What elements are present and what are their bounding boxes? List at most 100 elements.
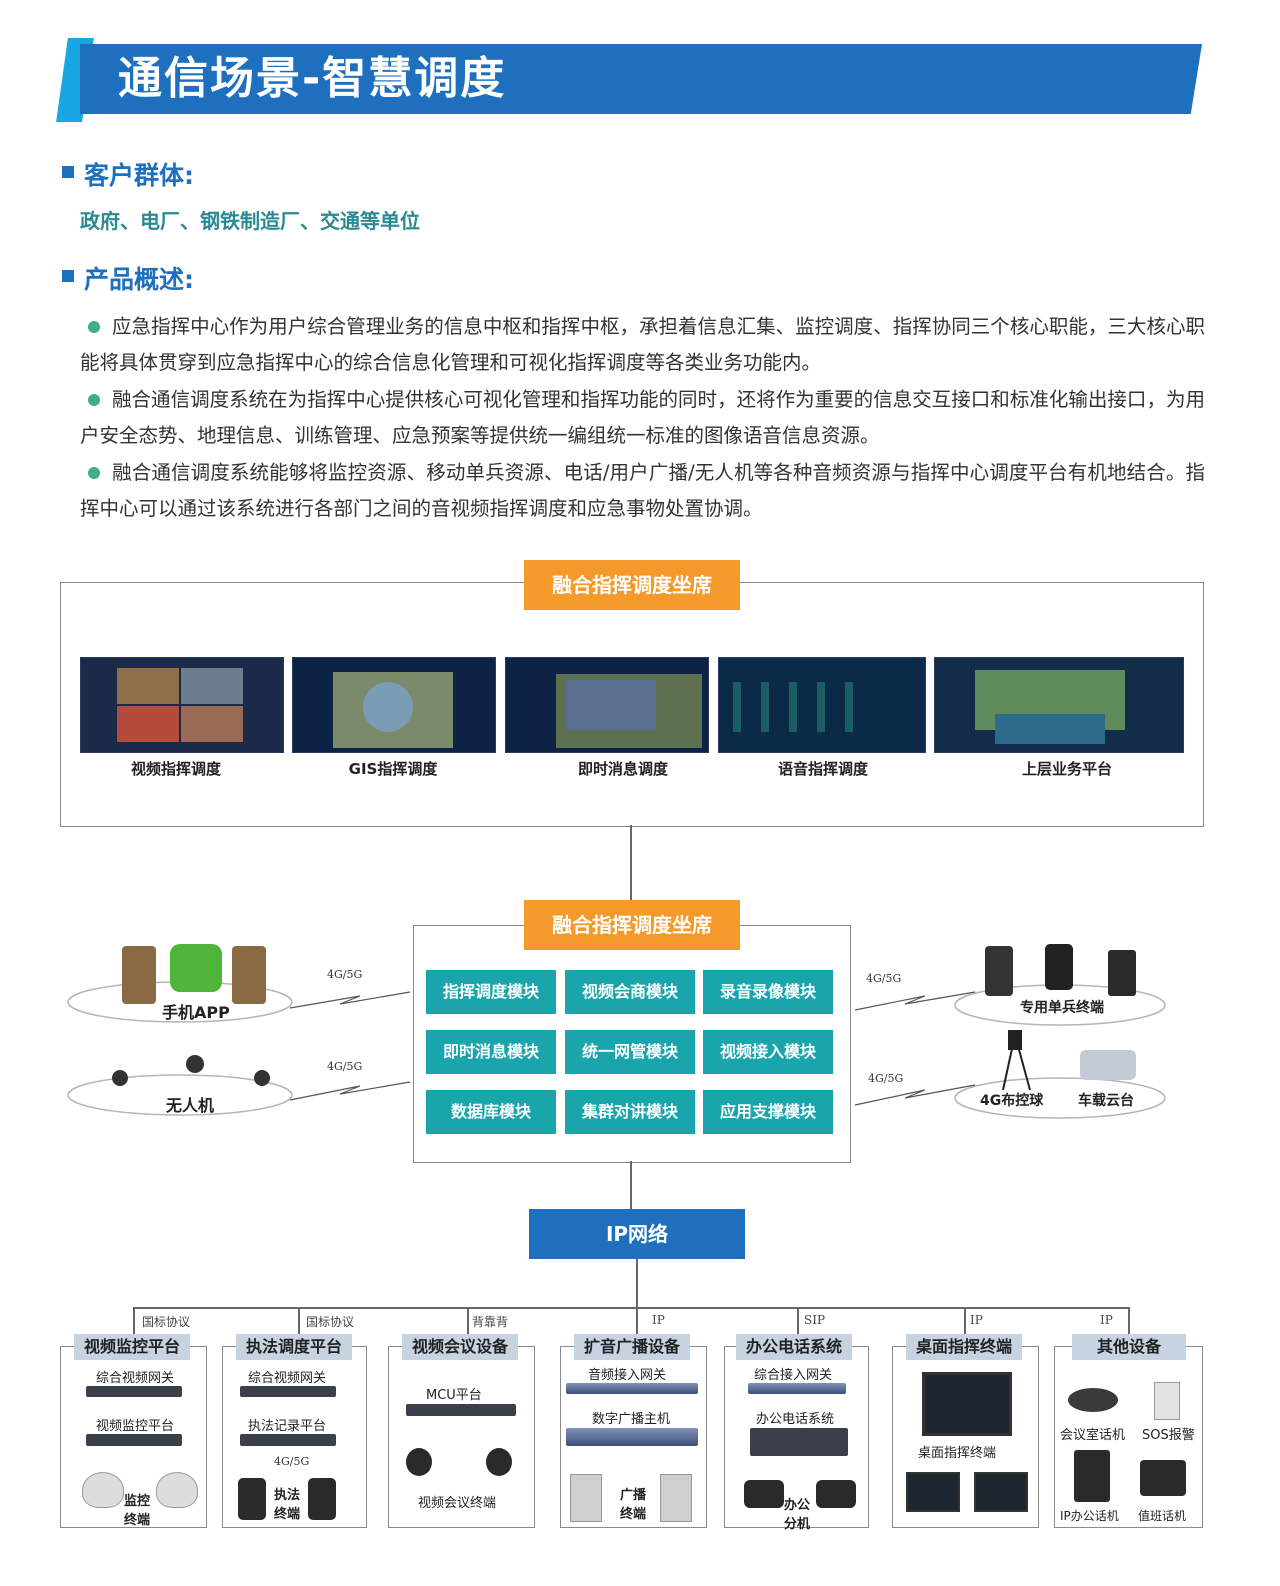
- gateway-device-icon: [86, 1386, 182, 1397]
- device-label: SOS报警: [1142, 1428, 1195, 1443]
- link-label: 4G/5G: [327, 968, 363, 981]
- center-seat-title: 融合指挥调度坐席: [524, 900, 740, 950]
- box-title: 扩音广播设备: [574, 1334, 690, 1360]
- device-label: MCU平台: [426, 1388, 482, 1403]
- camera-dome-icon: [82, 1472, 124, 1508]
- gateway-device-icon: [240, 1386, 336, 1397]
- device-label: 综合接入网关: [754, 1368, 833, 1383]
- cloud-label-vehicle-ptz: 车载云台: [1078, 1093, 1134, 1109]
- protocol-label: SIP: [804, 1313, 826, 1327]
- connector-line: [298, 1307, 300, 1335]
- ip-network-box: IP网络: [529, 1209, 745, 1259]
- touch-terminal-icon: [922, 1372, 1012, 1436]
- cloud-label-mobile-app: 手机APP: [162, 1003, 230, 1022]
- sos-alarm-icon: [1154, 1382, 1180, 1420]
- module-video-access: 视频接入模块: [703, 1030, 833, 1074]
- conference-camera-icon: [406, 1448, 432, 1476]
- device-label: 综合视频网关: [96, 1371, 175, 1386]
- box-video-conference: [388, 1346, 535, 1528]
- customers-text: 政府、电厂、钢铁制造厂、交通等单位: [80, 209, 420, 233]
- box-title: 桌面指挥终端: [906, 1334, 1022, 1360]
- device-label: 桌面指挥终端: [918, 1446, 997, 1461]
- protocol-label: IP: [970, 1313, 983, 1327]
- screen-voice-dispatch: [718, 657, 926, 753]
- protocol-label: IP: [652, 1313, 665, 1327]
- connector-line: [133, 1307, 135, 1335]
- screen-gis-dispatch: [292, 657, 496, 753]
- module-video-consult: 视频会商模块: [565, 970, 695, 1014]
- overview-paragraph-2: 融合通信调度系统在为指挥中心提供核心可视化管理和指挥功能的同时，还将作为重要的信…: [80, 382, 1205, 454]
- screen-instant-message-dispatch: [505, 657, 709, 753]
- module-application-support: 应用支撑模块: [703, 1090, 833, 1134]
- device-label: 办公电话系统: [756, 1412, 835, 1427]
- duty-phone-icon: [1140, 1460, 1186, 1496]
- screen-caption: 视频指挥调度: [130, 760, 221, 778]
- module-command-dispatch: 指挥调度模块: [426, 970, 556, 1014]
- cloud-label-soldier-terminal: 专用单兵终端: [1020, 1000, 1104, 1016]
- screen-video-dispatch: [80, 657, 284, 753]
- header-bar: [80, 44, 1202, 114]
- box-title: 视频监控平台: [74, 1334, 190, 1360]
- screen-caption: 语音指挥调度: [777, 760, 868, 778]
- module-database: 数据库模块: [426, 1090, 556, 1134]
- module-trunk-intercom: 集群对讲模块: [565, 1090, 695, 1134]
- server-device-icon: [86, 1434, 182, 1446]
- device-label: 执法 终端: [274, 1488, 301, 1522]
- link-label: 4G/5G: [274, 1455, 310, 1468]
- cloud-label-4g-ball: 4G布控球: [980, 1093, 1044, 1109]
- protocol-label: 国标协议: [142, 1315, 191, 1329]
- screen-caption: 上层业务平台: [1021, 760, 1112, 778]
- touch-terminal-icon: [906, 1472, 960, 1512]
- module-recording: 录音录像模块: [703, 970, 833, 1014]
- pbx-device-icon: [750, 1428, 848, 1456]
- page-title: 通信场景-智慧调度: [118, 53, 507, 104]
- device-label: 办公 分机: [784, 1498, 811, 1532]
- overview-heading: 产品概述:: [84, 265, 194, 294]
- paragraph-text: 融合通信调度系统在为指挥中心提供核心可视化管理和指挥功能的同时，还将作为重要的信…: [80, 388, 1205, 447]
- box-title: 视频会议设备: [402, 1334, 518, 1360]
- protocol-label: 国标协议: [306, 1315, 355, 1329]
- box-title: 执法调度平台: [236, 1334, 352, 1360]
- connector-line: [636, 1259, 638, 1307]
- overview-paragraph-3: 融合通信调度系统能够将监控资源、移动单兵资源、电话/用户广播/无人机等各种音频资…: [80, 455, 1205, 527]
- link-label: 4G/5G: [866, 972, 902, 985]
- device-label: 综合视频网关: [248, 1371, 327, 1386]
- screen-caption: GIS指挥调度: [348, 760, 438, 778]
- protocol-label: IP: [1100, 1313, 1113, 1327]
- section-bullet-square: [62, 270, 74, 282]
- access-gateway-icon: [748, 1383, 846, 1394]
- camera-dome-icon: [156, 1472, 198, 1508]
- protocol-label: 背靠背: [472, 1315, 509, 1329]
- server-device-icon: [240, 1434, 336, 1446]
- audio-gateway-icon: [566, 1383, 698, 1394]
- conference-camera-icon: [486, 1448, 512, 1476]
- paragraph-text: 应急指挥中心作为用户综合管理业务的信息中枢和指挥中枢，承担着信息汇集、监控调度、…: [80, 315, 1205, 374]
- speaker-icon: [660, 1474, 692, 1522]
- connector-line: [630, 825, 632, 925]
- link-label: 4G/5G: [327, 1060, 363, 1073]
- touch-terminal-icon: [974, 1472, 1028, 1512]
- top-seat-title: 融合指挥调度坐席: [524, 560, 740, 610]
- body-camera-icon: [308, 1478, 336, 1520]
- cloud-label-drone: 无人机: [166, 1096, 215, 1115]
- mcu-device-icon: [406, 1404, 516, 1416]
- connector-line: [1128, 1307, 1130, 1335]
- body-camera-icon: [238, 1478, 266, 1520]
- speaker-icon: [570, 1474, 602, 1522]
- bullet-dot: [88, 466, 100, 479]
- link-label: 4G/5G: [868, 1072, 904, 1085]
- connector-line: [797, 1307, 799, 1335]
- device-label: 视频监控平台: [96, 1419, 175, 1434]
- ip-bus-line: [133, 1307, 1128, 1309]
- device-label: 监控 终端: [124, 1494, 151, 1528]
- wireless-clouds-illustration: [67, 944, 1166, 1119]
- customers-heading: 客户群体:: [84, 161, 194, 190]
- device-label: 广播 终端: [620, 1488, 647, 1522]
- device-label: 数字广播主机: [592, 1412, 671, 1427]
- bullet-dot: [88, 393, 100, 406]
- device-label: 音频接入网关: [588, 1368, 667, 1383]
- device-label: 视频会议终端: [418, 1496, 497, 1511]
- device-label: 会议室话机: [1060, 1428, 1126, 1443]
- overview-paragraph-1: 应急指挥中心作为用户综合管理业务的信息中枢和指挥中枢，承担着信息汇集、监控调度、…: [80, 309, 1205, 381]
- section-bullet-square: [62, 166, 74, 178]
